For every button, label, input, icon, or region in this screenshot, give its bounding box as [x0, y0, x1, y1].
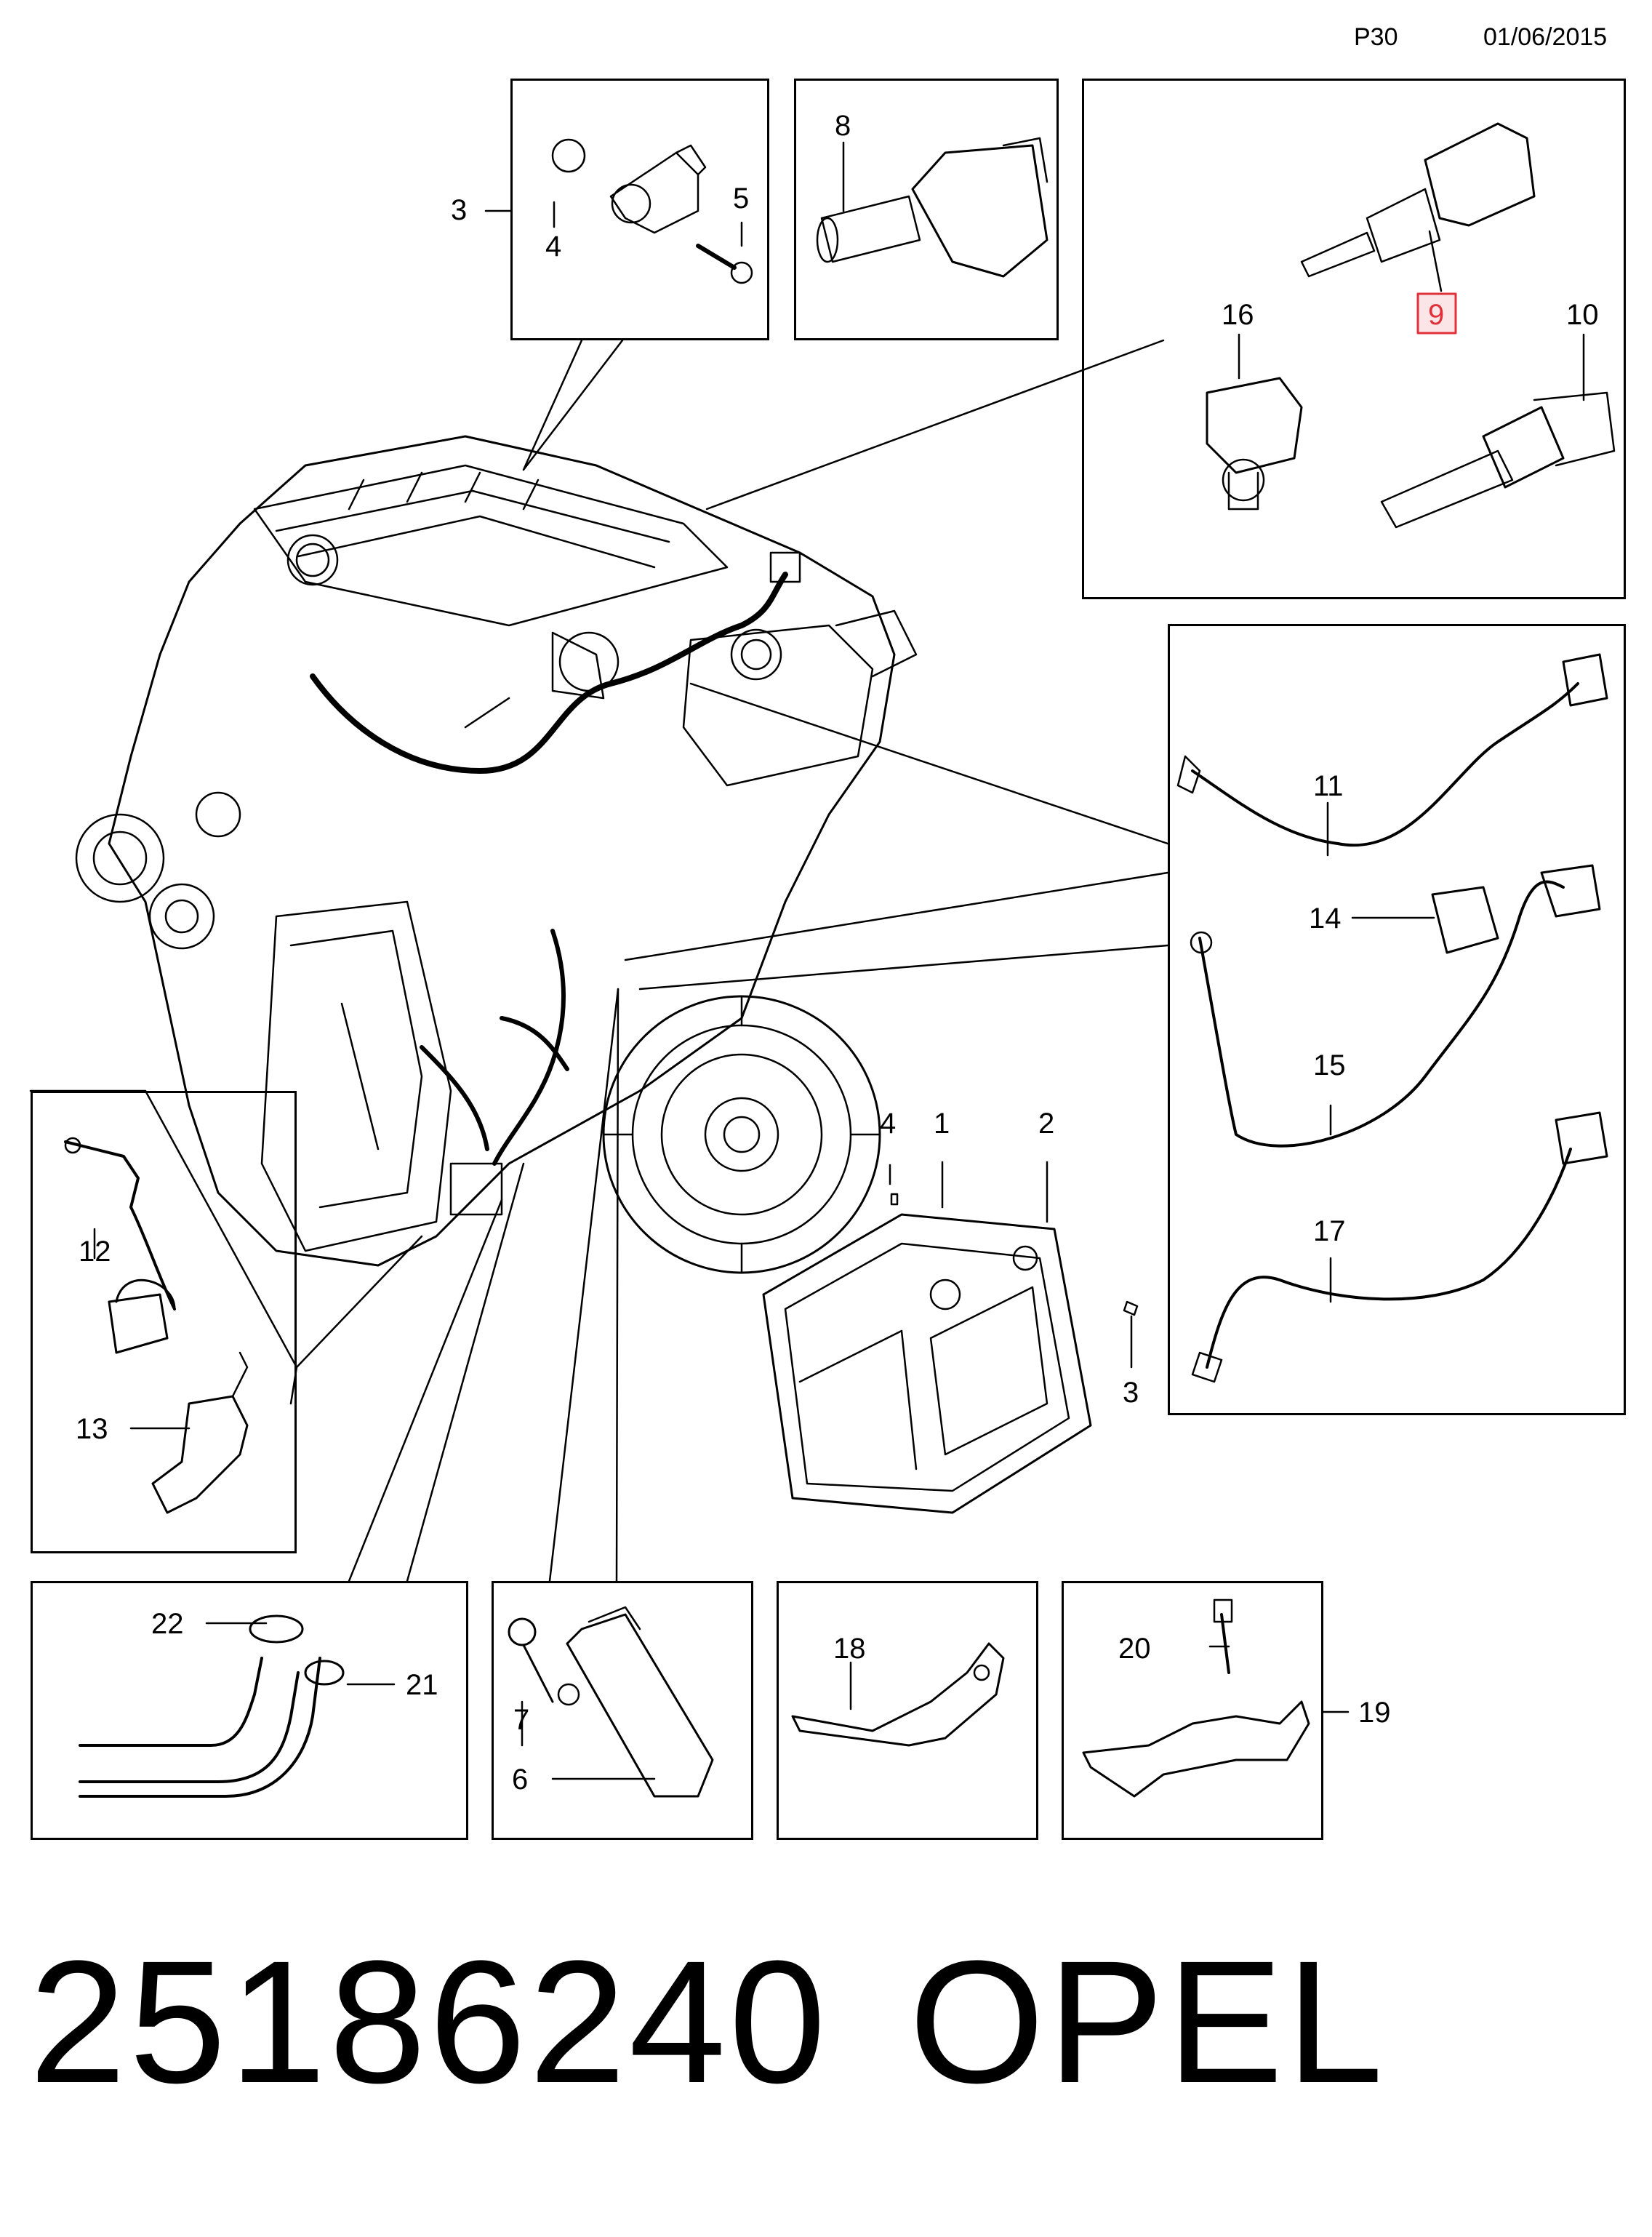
detail-box-coolant-sensor — [794, 79, 1059, 340]
glow-unit-illustration — [508, 1606, 714, 1798]
oxygen-sensor-12-illustration — [64, 1137, 176, 1354]
connector-14-illustration — [1431, 886, 1499, 954]
cam-sensor-illustration — [551, 138, 753, 284]
bolt-3 — [1123, 1300, 1139, 1316]
callout-19: 19 — [1358, 1697, 1391, 1729]
callout-4-top: 4 — [545, 231, 561, 263]
screw-4 — [890, 1193, 899, 1206]
callout-6: 6 — [512, 1764, 528, 1796]
callout-22: 22 — [151, 1608, 184, 1640]
callout-18: 18 — [833, 1633, 866, 1665]
temp-sensor-9-illustration — [1300, 122, 1536, 278]
bracket-13-illustration — [151, 1351, 249, 1514]
callout-14: 14 — [1309, 903, 1342, 935]
ecu-illustration — [762, 1213, 1092, 1514]
callout-10: 10 — [1566, 299, 1599, 331]
brand-name: OPEL — [909, 1924, 1387, 2119]
callout-8: 8 — [835, 110, 851, 142]
callout-17: 17 — [1313, 1215, 1346, 1247]
pipe-illustration — [79, 1614, 345, 1798]
page-date: 01/06/2015 — [1483, 23, 1608, 51]
callout-3-ecu: 3 — [1123, 1377, 1139, 1409]
callout-15: 15 — [1313, 1049, 1346, 1081]
callout-lines — [29, 339, 1169, 1582]
callout-2: 2 — [1038, 1108, 1054, 1140]
callout-1: 1 — [934, 1108, 950, 1140]
callout-7: 7 — [513, 1704, 529, 1736]
callout-3-top: 3 — [451, 194, 467, 226]
engine-illustration — [75, 435, 918, 1267]
temp-sensor-10-illustration — [1380, 391, 1616, 529]
callout-12: 12 — [79, 1236, 111, 1268]
callout-9: 9 — [1428, 299, 1444, 331]
bracket-18-illustration — [791, 1642, 1005, 1747]
callout-21: 21 — [406, 1669, 438, 1701]
callout-16: 16 — [1222, 299, 1254, 331]
callout-13: 13 — [76, 1413, 108, 1445]
detail-box-glow-unit — [492, 1581, 753, 1840]
callout-11: 11 — [1313, 770, 1344, 802]
highlight-9 — [1416, 292, 1457, 335]
detail-box-bracket-18 — [777, 1581, 1038, 1840]
coolant-sensor-illustration — [816, 137, 1048, 278]
bracket-19-illustration — [1082, 1598, 1310, 1798]
leader-lines — [93, 141, 1585, 1780]
callout-20: 20 — [1118, 1633, 1151, 1665]
callout-4-ecu: 4 — [880, 1108, 896, 1140]
detail-box-temp-sensors — [1082, 79, 1626, 599]
pressure-sensor-16-illustration — [1206, 377, 1303, 511]
sensor-harness-17-illustration — [1191, 1111, 1608, 1383]
sensor-harness-11-illustration — [1176, 653, 1608, 847]
detail-box-bracket-19 — [1062, 1581, 1323, 1840]
callout-5: 5 — [733, 183, 749, 215]
sensor-harness-15-illustration — [1190, 864, 1601, 1148]
flywheel-illustration — [602, 995, 881, 1274]
part-number: 25186240 — [29, 1924, 829, 2119]
page-code: P30 — [1354, 23, 1398, 51]
